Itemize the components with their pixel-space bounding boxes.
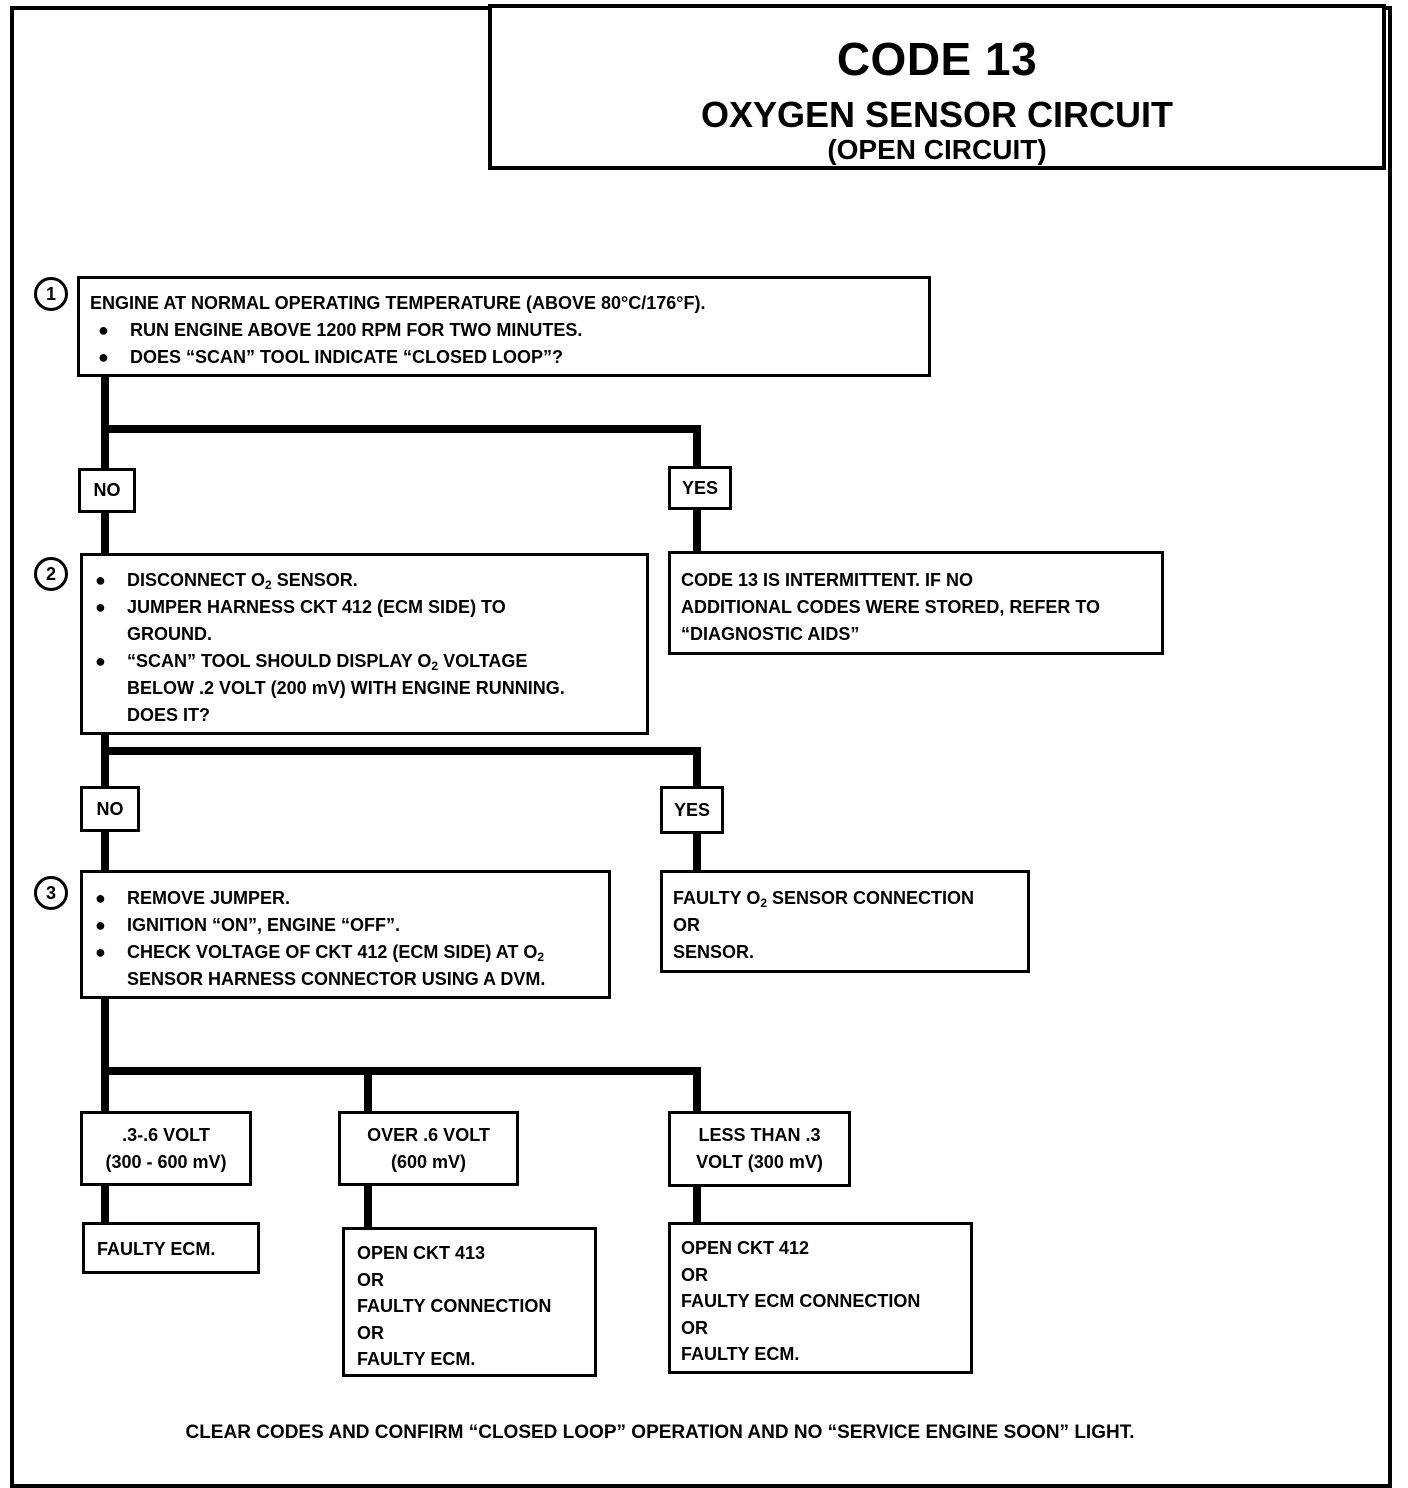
step3-bullet: ●IGNITION “ON”, ENGINE “OFF”. <box>95 915 401 935</box>
circuit-title: OXYGEN SENSOR CIRCUIT <box>700 94 1174 135</box>
branch-yes-1: YES <box>668 466 732 510</box>
code-title: CODE 13 <box>836 33 1038 85</box>
connector-line <box>364 1184 372 1230</box>
connector-line <box>364 1067 372 1113</box>
step-number-2: 2 <box>34 557 68 591</box>
result-text: OR <box>357 1322 384 1343</box>
step-number-1: 1 <box>34 277 68 311</box>
connector-line <box>101 829 109 873</box>
result-text: OR <box>681 1317 708 1338</box>
branch-no-1: NO <box>78 468 136 513</box>
result-text: FAULTY ECM CONNECTION <box>681 1291 921 1311</box>
step1-box: ENGINE AT NORMAL OPERATING TEMPERATURE (… <box>77 276 931 377</box>
result-text: FAULTY ECM. <box>357 1349 476 1369</box>
connector-line <box>101 1067 701 1075</box>
connector-line <box>101 512 109 556</box>
range-low-voltage: LESS THAN .3 VOLT (300 mV) <box>668 1111 851 1187</box>
intermittent-result-box: CODE 13 IS INTERMITTENT. IF NO ADDITIONA… <box>668 551 1164 655</box>
result-text: FAULTY CONNECTION <box>357 1296 552 1316</box>
step3-box: ●REMOVE JUMPER. ●IGNITION “ON”, ENGINE “… <box>80 870 611 999</box>
result-text: ADDITIONAL CODES WERE STORED, REFER TO <box>681 597 1101 617</box>
step1-bullet: ●RUN ENGINE ABOVE 1200 RPM FOR TWO MINUT… <box>98 320 583 340</box>
connector-line <box>693 1067 701 1113</box>
step2-box: ●DISCONNECT O2 SENSOR. ●JUMPER HARNESS C… <box>80 553 649 735</box>
result-text: FAULTY O2 SENSOR CONNECTION <box>673 888 975 910</box>
connector-line <box>693 1184 701 1224</box>
open-ckt-413-result-box: OPEN CKT 413 OR FAULTY CONNECTION OR FAU… <box>342 1227 597 1377</box>
result-text: OR <box>681 1264 708 1285</box>
title-block: CODE 13 OXYGEN SENSOR CIRCUIT (OPEN CIRC… <box>488 4 1386 170</box>
step2-bullet-cont: BELOW .2 VOLT (200 mV) WITH ENGINE RUNNI… <box>127 678 565 698</box>
result-text: “DIAGNOSTIC AIDS” <box>681 624 860 644</box>
open-ckt-412-result-box: OPEN CKT 412 OR FAULTY ECM CONNECTION OR… <box>668 1222 973 1374</box>
connector-line <box>101 732 109 790</box>
range-mid-voltage: .3-.6 VOLT (300 - 600 mV) <box>80 1111 252 1186</box>
connector-line <box>101 747 701 755</box>
step3-bullet: ●CHECK VOLTAGE OF CKT 412 (ECM SIDE) AT … <box>95 942 545 964</box>
circuit-subtitle: (OPEN CIRCUIT) <box>827 134 1047 165</box>
result-text: FAULTY ECM. <box>681 1344 800 1364</box>
step1-text: ENGINE AT NORMAL OPERATING TEMPERATURE (… <box>90 293 706 313</box>
connector-line <box>101 374 109 470</box>
step2-bullet: ●“SCAN” TOOL SHOULD DISPLAY O2 VOLTAGE <box>95 651 528 673</box>
result-text: OPEN CKT 413 <box>357 1243 486 1263</box>
step-number-3: 3 <box>34 876 68 910</box>
sensor-connection-result-box: FAULTY O2 SENSOR CONNECTION OR SENSOR. <box>660 870 1030 973</box>
result-text: OPEN CKT 412 <box>681 1238 810 1258</box>
faulty-ecm-result-box: FAULTY ECM. <box>82 1222 260 1274</box>
step2-bullet-cont: GROUND. <box>127 624 212 644</box>
branch-no-2: NO <box>80 786 140 832</box>
connector-line <box>693 832 701 873</box>
connector-line <box>693 508 701 556</box>
step2-bullet-cont: DOES IT? <box>127 705 211 725</box>
connector-line <box>101 1184 109 1224</box>
connector-line <box>693 747 701 789</box>
step3-bullet: ●REMOVE JUMPER. <box>95 888 291 908</box>
footer-instruction: CLEAR CODES AND CONFIRM “CLOSED LOOP” OP… <box>185 1422 1135 1443</box>
connector-line <box>693 425 701 470</box>
range-high-voltage: OVER .6 VOLT (600 mV) <box>338 1111 519 1186</box>
step2-bullet: ●DISCONNECT O2 SENSOR. <box>95 570 358 592</box>
result-text: OR <box>357 1269 384 1290</box>
branch-yes-2: YES <box>660 786 724 834</box>
result-text: SENSOR. <box>673 942 755 962</box>
step1-bullet: ●DOES “SCAN” TOOL INDICATE “CLOSED LOOP”… <box>98 347 564 367</box>
result-text: CODE 13 IS INTERMITTENT. IF NO <box>681 570 974 590</box>
step3-bullet-cont: SENSOR HARNESS CONNECTOR USING A DVM. <box>127 969 546 989</box>
step2-bullet: ●JUMPER HARNESS CKT 412 (ECM SIDE) TO <box>95 597 506 617</box>
result-text: FAULTY ECM. <box>97 1239 216 1259</box>
connector-line <box>101 997 109 1113</box>
result-text: OR <box>673 915 700 935</box>
connector-line <box>101 425 701 433</box>
